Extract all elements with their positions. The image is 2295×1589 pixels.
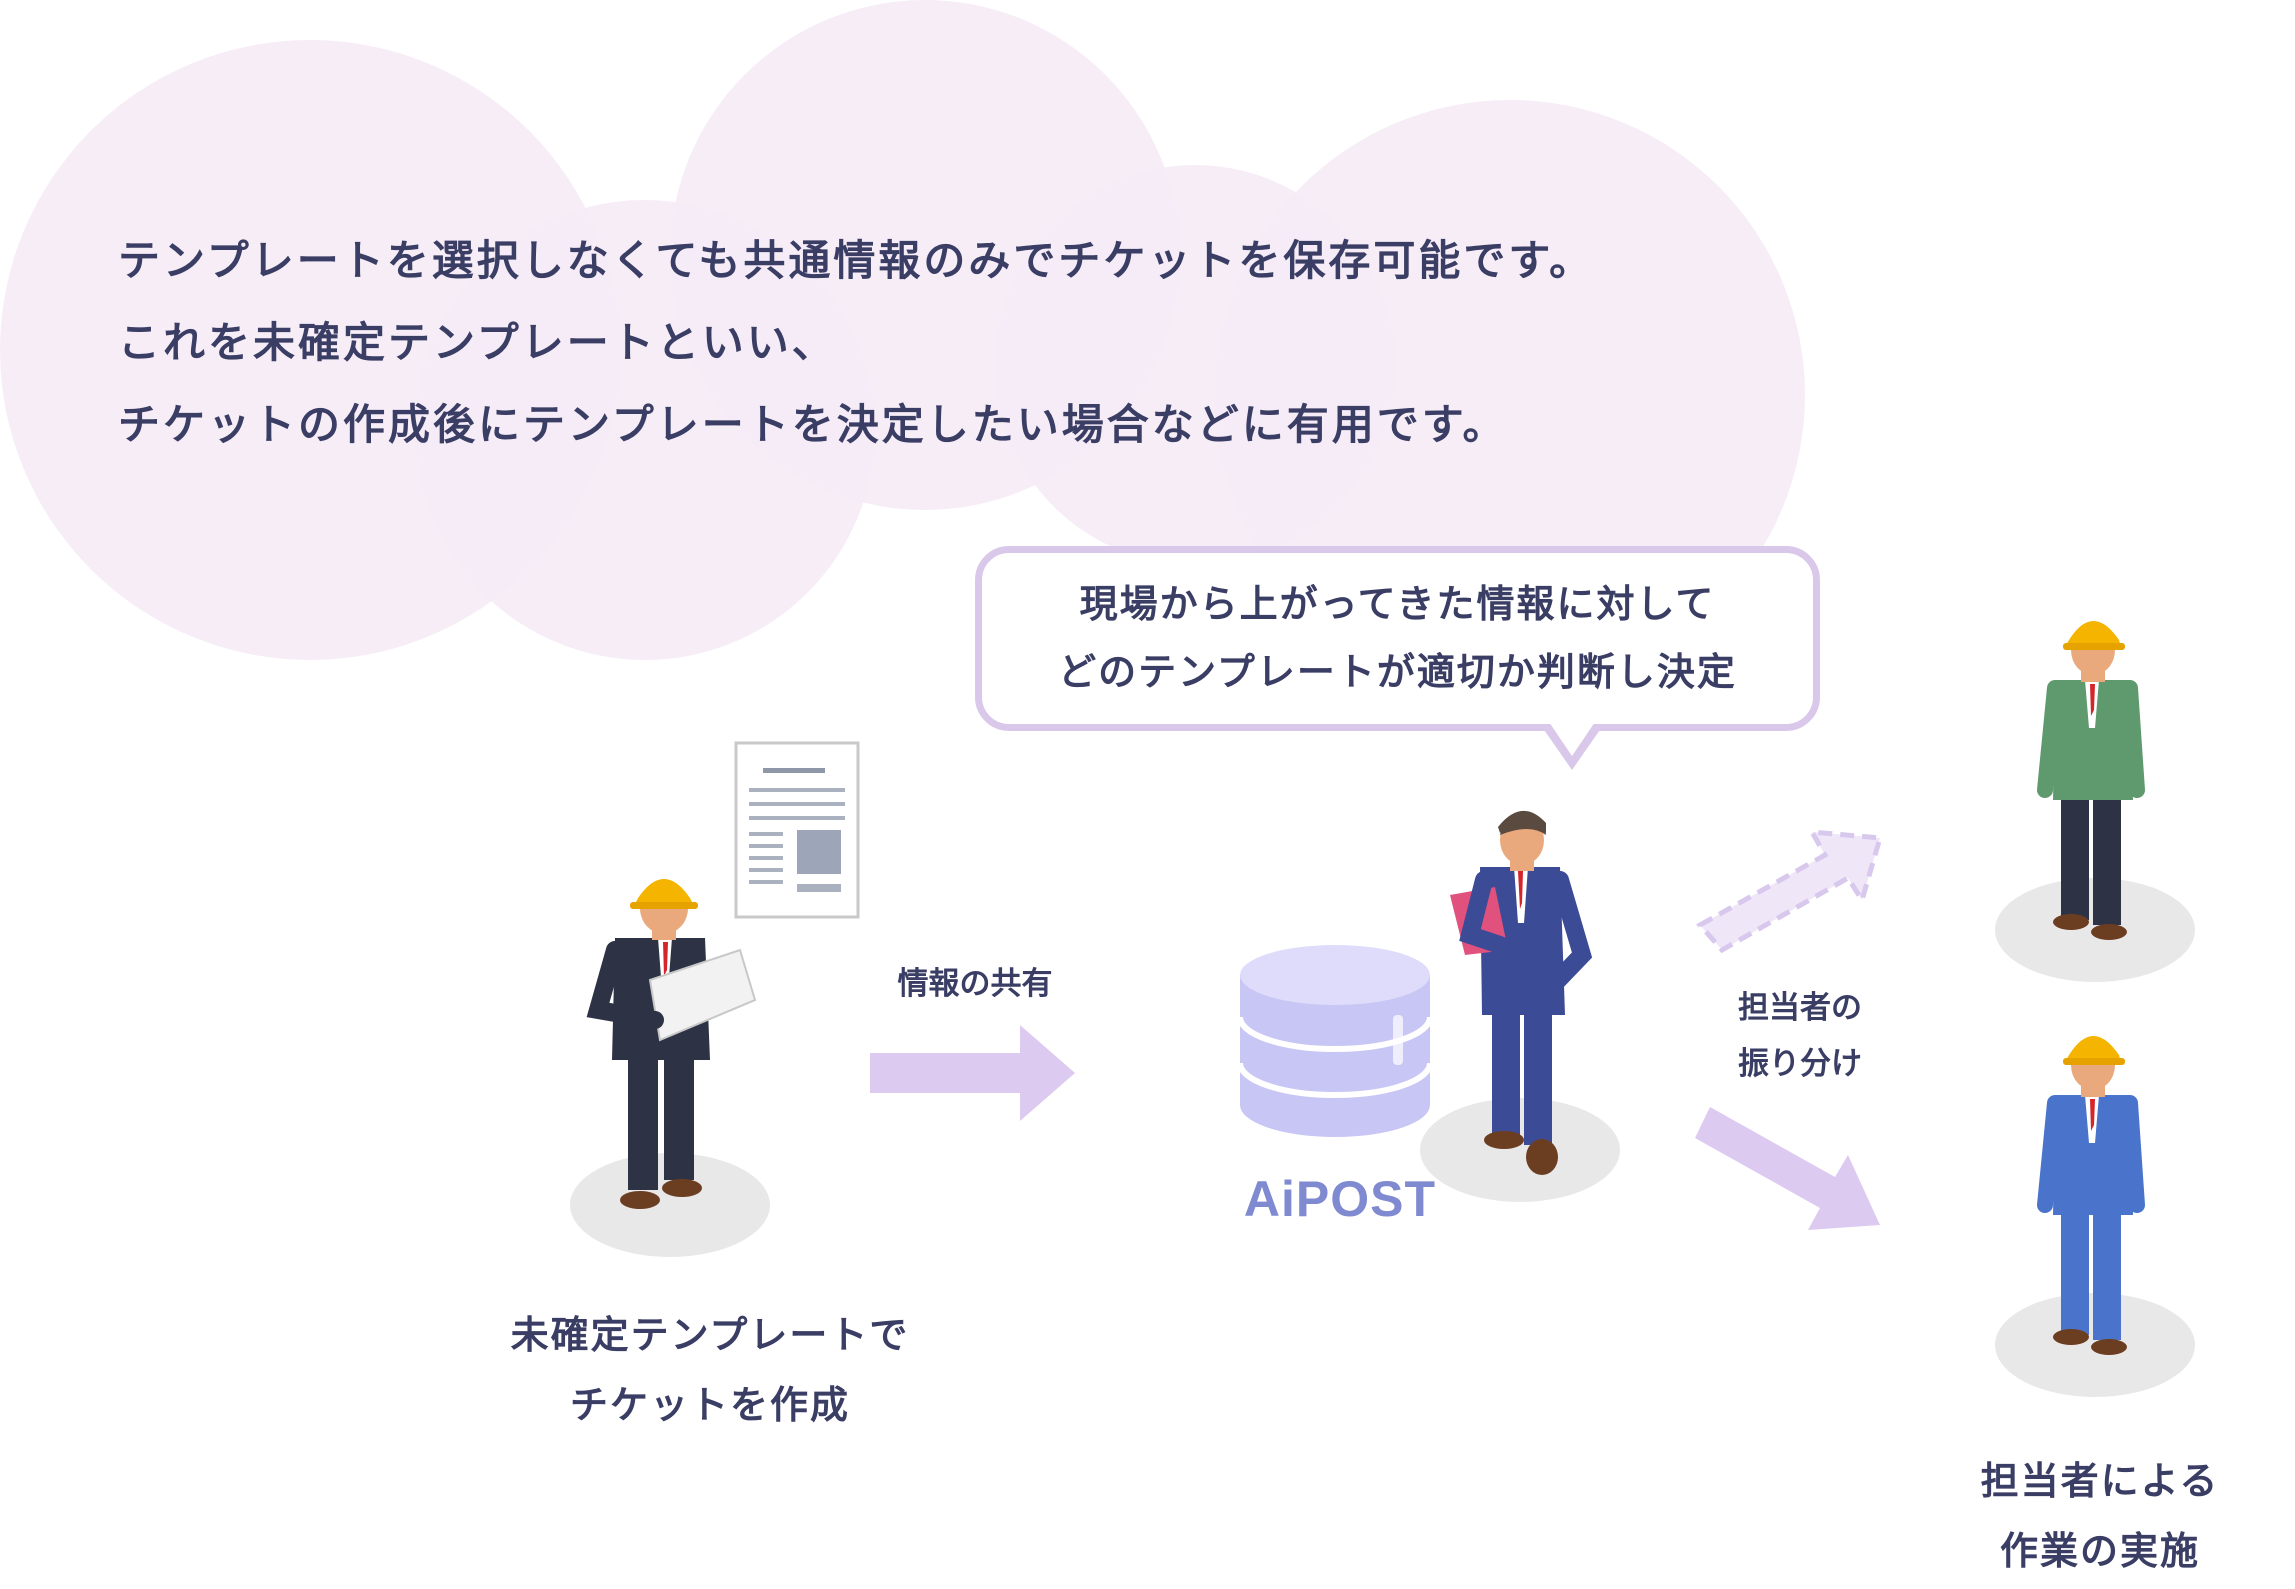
speech-line-2: どのテンプレートが適切か判断し決定 xyxy=(1058,650,1737,694)
database-icon xyxy=(1237,945,1433,1137)
worker-icon xyxy=(1995,621,2195,982)
share-arrow xyxy=(870,1025,1075,1121)
dashed-arrow-up xyxy=(1696,829,1884,954)
caption-left-line-1: 未確定テンプレートで xyxy=(510,1313,910,1357)
caption-right: 担当者による 作業の実施 xyxy=(1930,1446,2270,1586)
caption-right-line-2: 作業の実施 xyxy=(1999,1529,2200,1573)
intro-text: テンプレートを選択しなくても共通情報のみでチケットを保存可能です。 これを未確定… xyxy=(118,220,1594,466)
document-icon xyxy=(734,741,860,919)
assign-line-1: 担当者の xyxy=(1738,990,1862,1026)
aipost-label: AiPOST xyxy=(1243,1171,1437,1227)
assign-label: 担当者の 振り分け xyxy=(1700,980,1900,1092)
intro-line-1: テンプレートを選択しなくても共通情報のみでチケットを保存可能です。 xyxy=(118,236,1595,285)
worker-icon xyxy=(570,879,770,1257)
assign-line-2: 振り分け xyxy=(1738,1046,1862,1082)
caption-left: 未確定テンプレートで チケットを作成 xyxy=(470,1300,950,1440)
speech-line-1: 現場から上がってきた情報に対して xyxy=(1079,582,1716,626)
caption-right-line-1: 担当者による xyxy=(1980,1459,2220,1503)
manager-icon xyxy=(1420,810,1620,1202)
intro-line-3: チケットの作成後にテンプレートを決定したい場合などに有用です。 xyxy=(118,400,1508,449)
assign-arrow-down xyxy=(1695,1107,1880,1230)
caption-left-line-2: チケットを作成 xyxy=(569,1383,850,1427)
speech-bubble-tail-inner xyxy=(1549,722,1595,756)
worker-icon xyxy=(1995,1036,2195,1397)
arrow-share-label: 情報の共有 xyxy=(897,966,1053,1002)
intro-line-2: これを未確定テンプレートといい、 xyxy=(118,318,837,367)
speech-bubble-text: 現場から上がってきた情報に対して どのテンプレートが適切か判断し決定 xyxy=(975,570,1820,706)
speech-bubble xyxy=(975,546,1820,731)
